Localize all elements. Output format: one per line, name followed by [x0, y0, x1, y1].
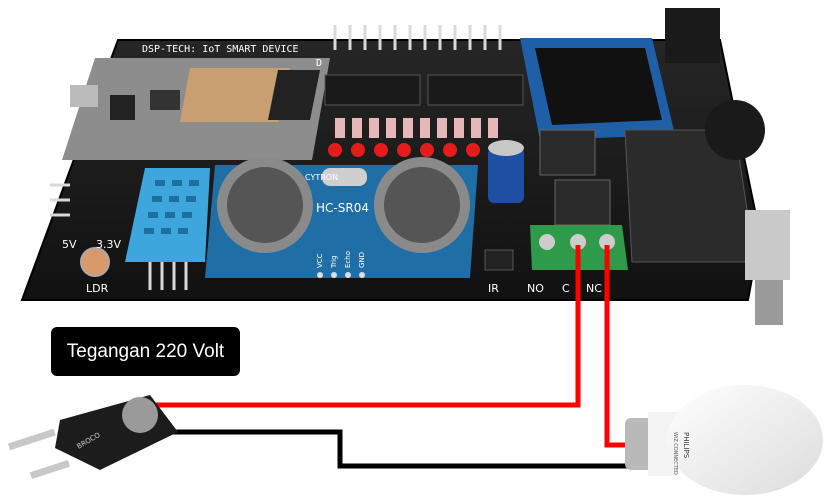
sensor-pin-trig: Trig: [330, 255, 338, 269]
label-5v: 5V: [62, 238, 77, 251]
voltage-caption: Tegangan 220 Volt: [51, 327, 240, 376]
capacitor: [488, 140, 524, 203]
relay-label-c: C: [562, 282, 570, 295]
label-ldr: LDR: [86, 282, 109, 295]
ic-chip-right: [428, 75, 523, 105]
voltage-caption-text: Tegangan 220 Volt: [67, 341, 224, 363]
buzzer: [705, 100, 765, 160]
ultrasonic-sensor: [205, 157, 478, 278]
board-title-suffix: D: [316, 58, 322, 69]
sensor-name: HC-SR04: [316, 201, 369, 215]
esp-module: [62, 58, 330, 160]
ldr-sensor: [81, 248, 109, 276]
label-ir: IR: [488, 282, 499, 295]
ir-receiver: [485, 250, 513, 270]
wire-neutral: [150, 432, 640, 466]
push-button: [745, 210, 790, 325]
transistor-1: [540, 130, 595, 175]
label-3v3: 3.3V: [96, 238, 121, 251]
oled-display: [520, 38, 675, 140]
bulb-brand: PHILIPS: [682, 432, 690, 459]
sensor-pin-echo: Echo: [344, 251, 352, 268]
ic-chip-left: [325, 75, 420, 105]
relay-label-nc: NC: [586, 282, 602, 295]
transistor-2: [555, 180, 610, 225]
sensor-brand: CYTRON: [305, 173, 338, 182]
board-title: DSP-TECH: IoT SMART DEVICE: [142, 44, 299, 55]
sensor-pin-vcc: VCC: [316, 253, 324, 268]
sensor-pin-gnd: GND: [358, 252, 366, 268]
light-bulb: [625, 385, 823, 495]
dc-jack: [665, 8, 720, 63]
bulb-sub: WiZ CONNECTED: [672, 432, 678, 475]
relay-label-no: NO: [527, 282, 544, 295]
